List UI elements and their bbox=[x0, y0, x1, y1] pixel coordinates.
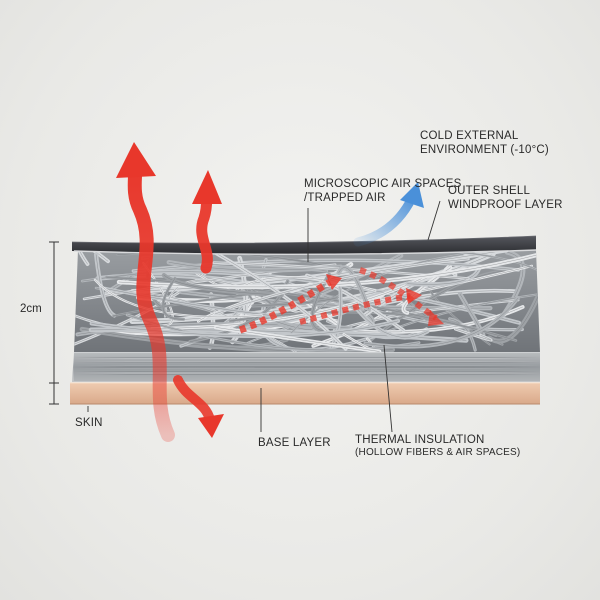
insulation-fiber-edge bbox=[163, 274, 282, 296]
base-layer bbox=[72, 352, 541, 382]
thickness-dimension bbox=[49, 241, 59, 405]
heat-arrow-inner-3 bbox=[359, 267, 438, 321]
base-layer-strand bbox=[73, 373, 541, 376]
label-thickness: 2cm bbox=[20, 303, 42, 315]
insulation-fiber-edge bbox=[331, 282, 342, 348]
base-layer-strand bbox=[73, 371, 541, 373]
label-base-layer: BASE LAYER bbox=[258, 437, 331, 449]
insulation-fiber-edge bbox=[126, 314, 420, 351]
insulation-fiber-edge bbox=[365, 297, 519, 347]
insulation-fiber-edge bbox=[311, 274, 330, 332]
base-layer-strand bbox=[73, 361, 541, 363]
heat-arrow-inner bbox=[238, 278, 332, 334]
insulation-fiber-edge bbox=[113, 288, 296, 317]
label-skin: SKIN bbox=[75, 417, 103, 429]
label-thermal-insulation: THERMAL INSULATION (HOLLOW FIBERS & AIR … bbox=[355, 434, 521, 459]
insulation-fiber-edge bbox=[95, 254, 115, 316]
heat-arrow-right-head bbox=[192, 170, 222, 204]
insulation-fiber-edge bbox=[369, 270, 506, 341]
insulation-fiber-edge bbox=[338, 267, 369, 310]
insulation-fiber-edge bbox=[268, 275, 523, 330]
heat-arrow-down bbox=[173, 375, 215, 425]
insulation-fiber-edge bbox=[162, 278, 184, 320]
label-cold-environment: COLD EXTERNAL ENVIRONMENT (-10°C) bbox=[420, 130, 549, 157]
insulation-fiber-edge bbox=[455, 328, 492, 341]
insulation-fiber-edge bbox=[357, 309, 428, 338]
insulation-fiber-edge bbox=[77, 250, 109, 265]
insulation-fiber-edge bbox=[489, 295, 539, 342]
base-layer-strand bbox=[73, 365, 541, 367]
outer-shell-layer bbox=[71, 235, 537, 255]
insulation-fiber-edge bbox=[94, 279, 262, 318]
label-microscopic-air-spaces: MICROSCOPIC AIR SPACES /TRAPPED AIR bbox=[304, 178, 462, 205]
heat-arrow-large-head bbox=[116, 142, 156, 178]
heat-arrow-down-head bbox=[198, 414, 224, 438]
skin-layer bbox=[70, 382, 540, 405]
base-layer-strand bbox=[73, 356, 541, 359]
insulation-fiber-edge bbox=[407, 266, 480, 285]
insulation-fiber-edge bbox=[252, 297, 337, 307]
insulation-fiber-edge bbox=[449, 318, 476, 351]
insulation-fiber-edge bbox=[131, 253, 494, 322]
heat-arrow-inner-2 bbox=[299, 293, 411, 325]
insulation-fiber-edge bbox=[104, 288, 276, 317]
leader-lines bbox=[87, 200, 441, 433]
base-layer-strand bbox=[73, 367, 541, 369]
heat-loss-arrows bbox=[116, 142, 444, 442]
insulation-fiber-edge bbox=[81, 328, 393, 352]
heat-arrow-large bbox=[127, 153, 175, 442]
cold-air-arrow bbox=[353, 182, 424, 247]
insulation-fiber-edge bbox=[143, 262, 174, 326]
label-outer-shell: OUTER SHELL WINDPROOF LAYER bbox=[448, 185, 563, 212]
